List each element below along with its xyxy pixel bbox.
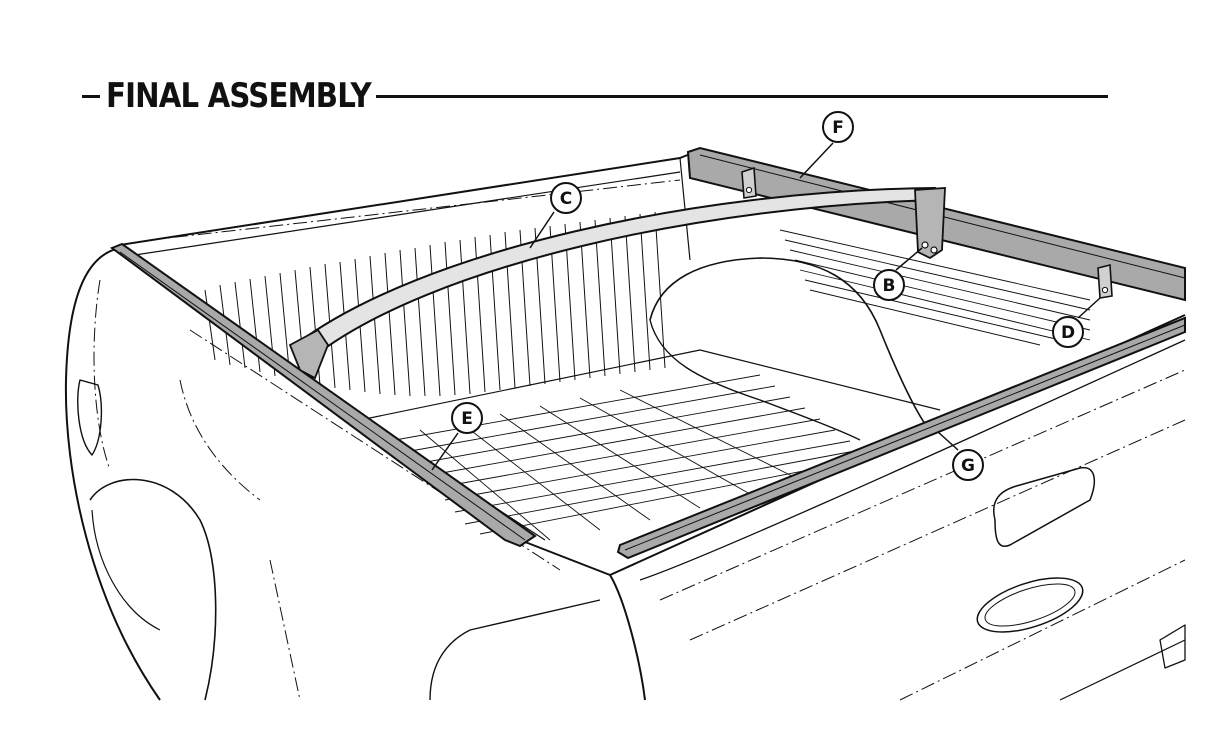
callout-c-label: C — [560, 189, 572, 209]
header-trail-rule — [375, 94, 1108, 98]
bow-bracket-b — [914, 187, 946, 260]
clamp-d — [741, 166, 1113, 299]
callout-d: D — [1052, 316, 1084, 348]
callout-g: G — [952, 449, 984, 481]
callout-f: F — [822, 111, 854, 143]
callout-c: C — [550, 182, 582, 214]
left-side-rail-e — [109, 242, 537, 548]
bow-bracket-left — [288, 328, 330, 380]
callout-b: B — [873, 269, 905, 301]
callout-f-label: F — [832, 118, 844, 138]
section-header: FINAL ASSEMBLY — [82, 74, 1108, 118]
callout-g-label: G — [961, 456, 975, 476]
section-title: FINAL ASSEMBLY — [106, 76, 372, 116]
bed-floor-ribs — [394, 374, 871, 541]
callout-b-label: B — [883, 276, 896, 296]
side-wall-ribs — [779, 229, 1091, 346]
callout-e-label: E — [461, 409, 473, 429]
callout-d-label: D — [1061, 323, 1075, 343]
right-side-rail-g — [616, 316, 1186, 560]
header-lead-rule — [82, 94, 100, 98]
callout-leaders — [431, 142, 1101, 471]
callout-e: E — [451, 402, 483, 434]
